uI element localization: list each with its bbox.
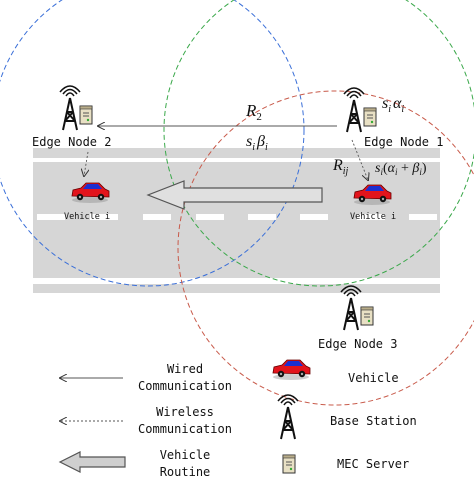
vehicle-right-label: Vehicle i xyxy=(350,212,396,222)
legend-wired-label-2: Communication xyxy=(138,379,232,393)
road-top-edge xyxy=(33,148,440,158)
edge-node-2-server xyxy=(79,105,93,125)
vehicle-left-label: Vehicle i xyxy=(64,212,110,222)
legend-wireless-label-2: Communication xyxy=(138,422,232,436)
legend-base-station-icon xyxy=(277,394,299,440)
legend-routine-label-1: Vehicle xyxy=(160,448,211,462)
edge-node-2-tower xyxy=(59,85,81,131)
s-sum-label: si(αi + βi) xyxy=(375,161,427,177)
lane-dashes xyxy=(37,214,437,220)
legend-wireless-label-1: Wireless xyxy=(156,405,214,419)
legend: Wired Communication Wireless Communicati… xyxy=(58,359,417,479)
legend-routine-label-2: Routine xyxy=(160,465,211,479)
legend-wired-label-1: Wired xyxy=(167,362,203,376)
edge-node-3-server xyxy=(360,306,374,326)
edge-node-2-label: Edge Node 2 xyxy=(32,135,111,149)
legend-vehicle-icon xyxy=(272,359,311,381)
rij-label: Rij xyxy=(332,157,349,177)
r2-label: R2 xyxy=(245,101,262,123)
legend-mec-server-icon xyxy=(282,454,296,474)
edge-node-3-label: Edge Node 3 xyxy=(318,337,397,351)
edge-node-1-server xyxy=(363,107,377,127)
edge-node-2-coverage xyxy=(0,0,305,287)
legend-vehicle-label: Vehicle xyxy=(348,371,399,385)
road-bottom-edge xyxy=(33,284,440,293)
wireless-link-node1-vehicle xyxy=(351,139,368,180)
vehicle-routine-arrow xyxy=(146,180,323,210)
road xyxy=(33,148,440,293)
legend-mec-server-label: MEC Server xyxy=(337,457,409,471)
edge-node-1-coverage xyxy=(163,0,474,287)
legend-routine-arrow xyxy=(58,451,126,473)
edge-node-3-coverage xyxy=(177,90,474,406)
edge-node-1-label: Edge Node 1 xyxy=(364,135,443,149)
edge-node-1-tower xyxy=(343,87,365,133)
legend-base-station-label: Base Station xyxy=(330,414,417,428)
wireless-link-node2-vehicle xyxy=(84,151,88,176)
